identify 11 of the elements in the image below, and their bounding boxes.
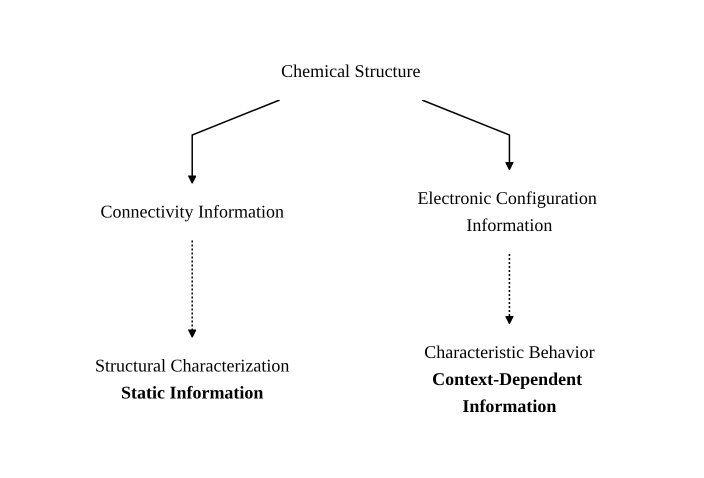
node-label: Context-Dependent Information	[432, 369, 582, 416]
node-text: Structural Characterization	[94, 356, 290, 376]
node-text: Chemical Structure	[280, 61, 420, 81]
node-label: Static Information	[120, 382, 264, 402]
arrow	[422, 99, 514, 170]
node-text: Electronic Configuration Information	[417, 188, 597, 235]
node-text: Connectivity Information	[100, 202, 284, 222]
arrow	[188, 240, 196, 338]
arrow	[188, 99, 280, 184]
node-text: Characteristic Behavior	[424, 342, 594, 362]
arrow	[504, 254, 514, 324]
